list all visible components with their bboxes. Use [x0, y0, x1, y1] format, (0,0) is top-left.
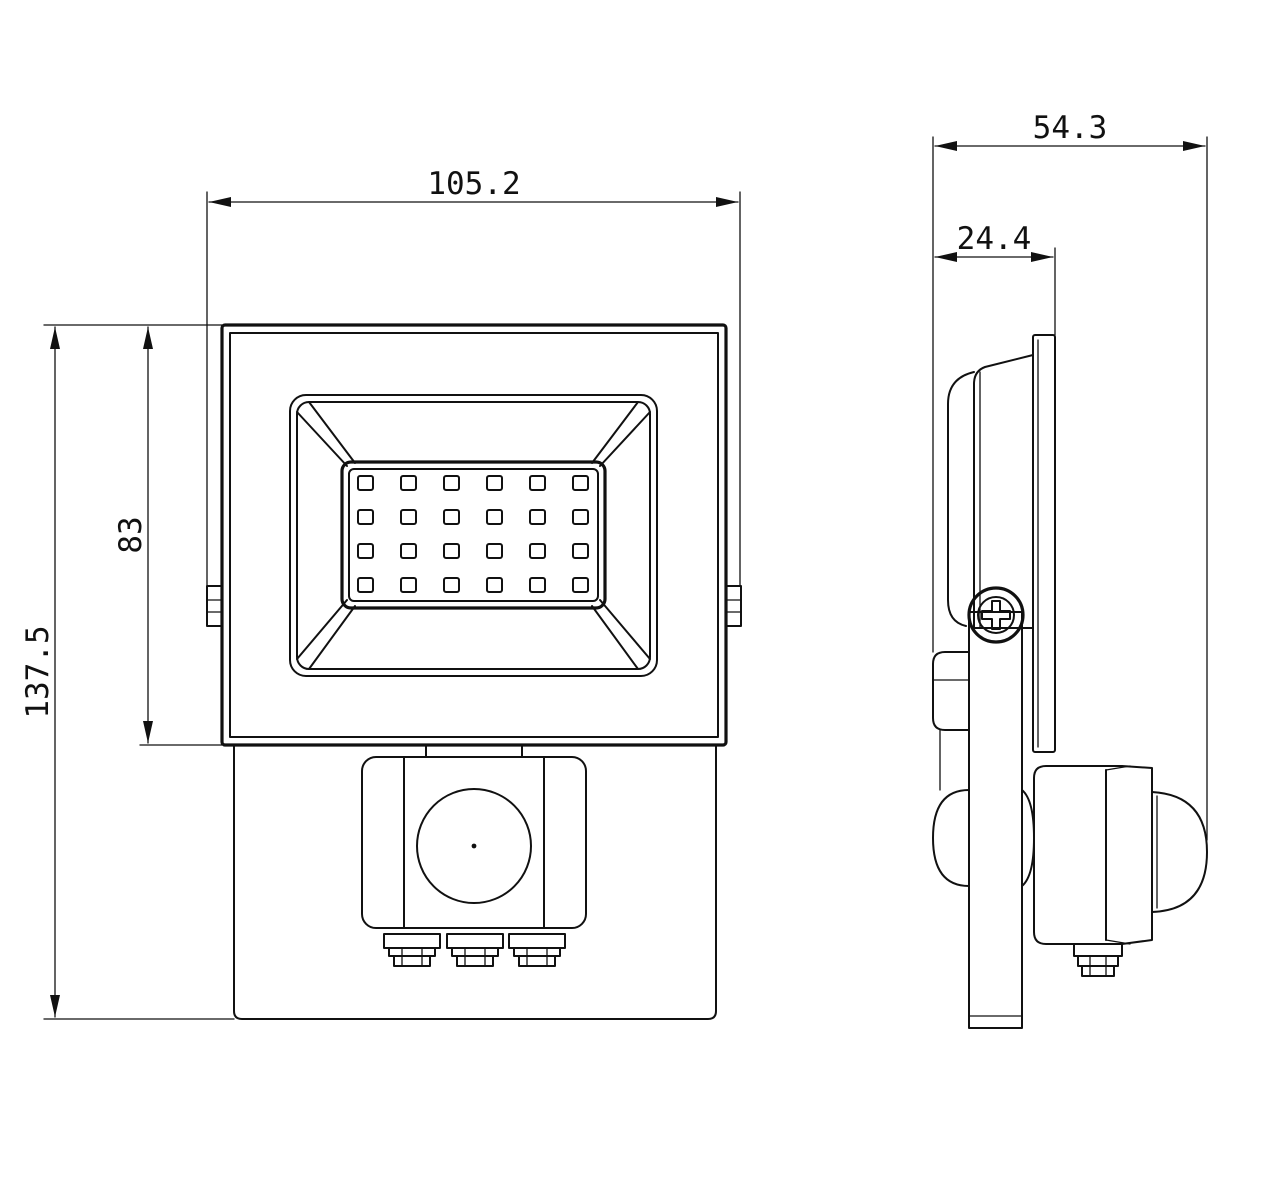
- side-front-frame: [1032, 334, 1056, 753]
- led-chip: [529, 509, 546, 525]
- led-chip: [357, 475, 374, 491]
- dim-width-total-label: 105.2: [427, 166, 520, 202]
- pir-lens: [416, 788, 532, 904]
- dim-depth-body: 24.4: [934, 221, 1056, 336]
- led-chip: [486, 475, 503, 491]
- reflector-inner-frame: [296, 401, 651, 670]
- pir-lens-center: [471, 843, 477, 849]
- dim-depth-body-label: 24.4: [957, 221, 1032, 257]
- led-chip: [572, 543, 589, 559]
- led-grid: [357, 475, 589, 593]
- cable-gland: [446, 933, 504, 967]
- side-view: [932, 334, 1208, 1029]
- led-chip: [529, 475, 546, 491]
- led-chip: [357, 543, 374, 559]
- led-board: [348, 468, 599, 602]
- led-chip: [486, 577, 503, 593]
- mounting-bracket: [233, 744, 717, 1020]
- left-lug: [206, 585, 223, 627]
- dim-height-total: 137.5: [20, 324, 235, 1020]
- housing-outer: [220, 323, 728, 747]
- side-lower-ring-left: [932, 789, 970, 887]
- side-lower-ring-right: [1021, 789, 1035, 887]
- led-chip: [357, 509, 374, 525]
- cable-gland: [508, 933, 566, 967]
- side-housing-body: [973, 354, 1034, 629]
- sensor-neck: [425, 744, 523, 758]
- led-chip: [400, 475, 417, 491]
- led-chip: [443, 577, 460, 593]
- pir-sensor-side: [1033, 765, 1208, 945]
- led-chip: [529, 577, 546, 593]
- reflector-bevel-lines: [296, 401, 651, 670]
- side-lower-body: [932, 651, 970, 731]
- led-chip: [400, 543, 417, 559]
- led-chip: [357, 577, 374, 593]
- led-chip: [486, 543, 503, 559]
- dim-width-total: 105.2: [206, 166, 741, 587]
- dim-height-body-label: 83: [113, 516, 149, 553]
- cable-gland: [383, 933, 441, 967]
- right-lug: [725, 585, 742, 627]
- side-housing-back: [947, 371, 975, 627]
- led-chip: [572, 577, 589, 593]
- reflector-outer: [289, 394, 658, 677]
- pivot-screw: [967, 586, 1025, 644]
- led-chip: [443, 475, 460, 491]
- side-bracket-arm: [968, 611, 1023, 1029]
- dim-height-body: 83: [113, 326, 223, 746]
- led-chip: [443, 509, 460, 525]
- dim-depth-total: 54.3: [932, 110, 1208, 841]
- pir-dome-side: [1151, 791, 1208, 913]
- dimension-lines: 105.2 137.5 83 54.3: [20, 110, 1208, 1020]
- led-chip: [486, 509, 503, 525]
- led-chip: [572, 509, 589, 525]
- led-chip: [400, 509, 417, 525]
- led-chip: [529, 543, 546, 559]
- dim-height-total-label: 137.5: [20, 625, 56, 718]
- pir-sensor-front: [361, 756, 587, 929]
- led-chip: [400, 577, 417, 593]
- front-view: [206, 323, 742, 1020]
- cable-glands: [383, 933, 566, 967]
- led-chip: [443, 543, 460, 559]
- housing-inner: [229, 332, 719, 738]
- side-cable-gland: [1073, 943, 1123, 977]
- led-board-frame: [340, 460, 607, 610]
- led-chip: [572, 475, 589, 491]
- dim-depth-total-label: 54.3: [1033, 110, 1108, 146]
